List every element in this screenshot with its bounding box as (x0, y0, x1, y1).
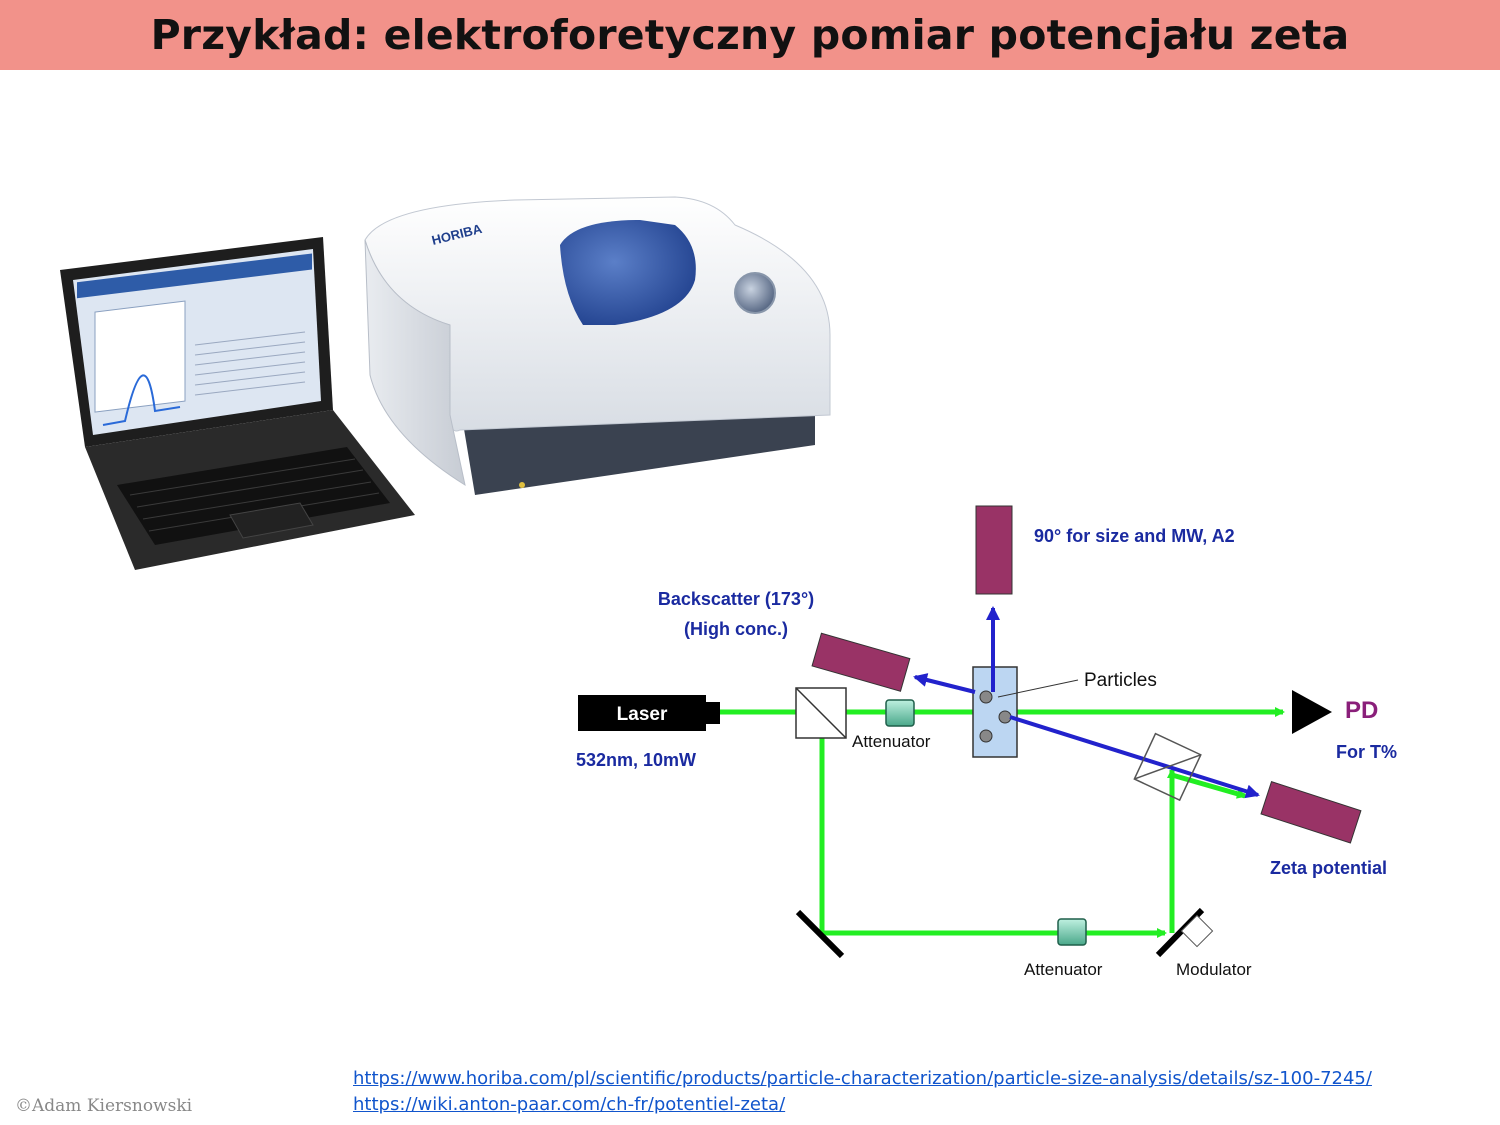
modulator (1155, 907, 1214, 958)
title-bar: Przykład: elektroforetyczny pomiar poten… (0, 0, 1500, 70)
detector-90 (975, 505, 1013, 595)
scatter-beams (913, 606, 1260, 799)
laser-spec: 532nm, 10mW (576, 750, 696, 770)
instrument-photo: HORIBA (60, 196, 831, 570)
optical-diagram: Laser 532nm, 10mW Attenuator Particles 9… (576, 505, 1397, 979)
particles-pointer (997, 679, 1079, 698)
detector-backscatter (811, 632, 911, 692)
attenuator-top-label: Attenuator (852, 732, 931, 751)
laptop (60, 237, 415, 570)
laser-label: Laser (617, 704, 668, 725)
source-link-horiba[interactable]: https://www.horiba.com/pl/scientific/pro… (353, 1068, 1372, 1089)
copyright: ©Adam Kiersnowski (15, 1096, 193, 1116)
slide-title: Przykład: elektroforetyczny pomiar poten… (150, 11, 1350, 59)
modulator-label: Modulator (1176, 960, 1252, 979)
beam-combiner (1133, 732, 1202, 802)
source-link-anton-paar[interactable]: https://wiki.anton-paar.com/ch-fr/potent… (353, 1094, 786, 1115)
photodiode (1292, 690, 1332, 734)
backscatter-label: Backscatter (173°) (658, 589, 814, 609)
laser-source: Laser (578, 695, 720, 731)
zeta-label: Zeta potential (1270, 858, 1387, 878)
attenuator-bottom (1057, 918, 1087, 946)
attenuator-top (885, 699, 915, 727)
mirror (795, 909, 845, 959)
sample-cell (972, 666, 1018, 758)
backscatter-sub-label: (High conc.) (684, 619, 788, 639)
source-links: https://www.horiba.com/pl/scientific/pro… (353, 1066, 1372, 1118)
particles-label: Particles (1084, 670, 1157, 691)
beam-splitter (795, 687, 847, 739)
pd-label: PD (1345, 697, 1378, 724)
detector-90-label: 90° for size and MW, A2 (1034, 526, 1235, 546)
pd-sub-label: For T% (1336, 742, 1397, 762)
attenuator-bottom-label: Attenuator (1024, 960, 1103, 979)
detector-zeta (1260, 780, 1362, 844)
analyzer: HORIBA (364, 196, 831, 495)
